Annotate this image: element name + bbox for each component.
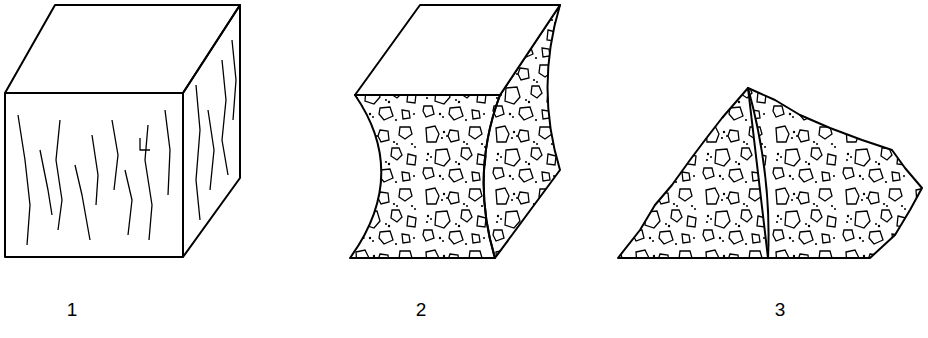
callout-number: 3 — [775, 300, 786, 321]
callout-number: 2 — [416, 300, 427, 321]
cracked-cube — [5, 5, 240, 257]
callout-number: 1 — [67, 300, 78, 321]
pyramid-remnant — [618, 88, 922, 258]
hourglass-specimen — [350, 5, 560, 258]
